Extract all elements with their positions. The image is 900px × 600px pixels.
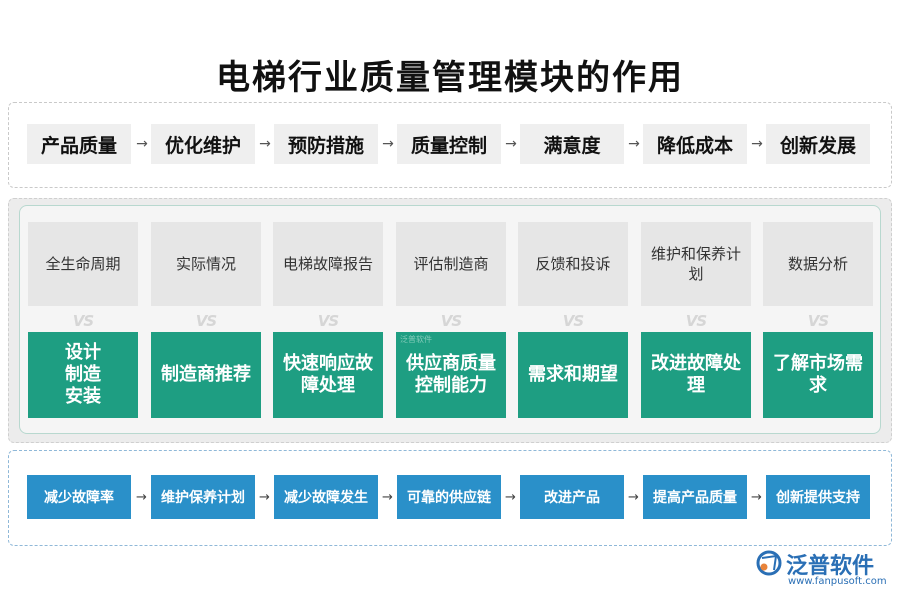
- brand-mark-icon: [756, 550, 782, 576]
- bottom-step-2: 维护保养计划: [151, 475, 255, 519]
- arrow-icon: →: [382, 136, 394, 152]
- bottom-step-3: 减少故障发生: [274, 475, 378, 519]
- compare-top-box: 实际情况: [151, 222, 261, 306]
- bottom-step-1: 减少故障率: [27, 475, 131, 519]
- vs-icon: VS: [562, 312, 584, 330]
- compare-top-box: 电梯故障报告: [273, 222, 383, 306]
- page-title: 电梯行业质量管理模块的作用: [216, 58, 684, 98]
- vs-icon: VS: [195, 312, 217, 330]
- top-step-3: 预防措施: [274, 124, 378, 164]
- arrow-icon: →: [628, 136, 640, 152]
- compare-top-box: 全生命周期: [28, 222, 138, 306]
- bottom-step-6: 提高产品质量: [643, 475, 747, 519]
- brand-url: www.fanpusoft.com: [788, 576, 887, 587]
- compare-top-box: 数据分析: [763, 222, 873, 306]
- brand-logo: 泛普软件 www.fanpusoft.com: [756, 546, 887, 592]
- arrow-icon: →: [505, 136, 517, 152]
- top-step-1: 产品质量: [27, 124, 131, 164]
- vs-icon: VS: [440, 312, 462, 330]
- bottom-flow: 减少故障率 → 维护保养计划 → 减少故障发生 → 可靠的供应链 → 改进产品 …: [0, 475, 900, 519]
- compare-top-box: 维护和保养计划: [641, 222, 751, 306]
- bottom-step-5: 改进产品: [520, 475, 624, 519]
- top-step-6: 降低成本: [643, 124, 747, 164]
- brand-name: 泛普软件: [786, 554, 875, 579]
- watermark-logo: 泛普软件: [400, 335, 432, 344]
- compare-bottom-box: 改进故障处理: [641, 332, 751, 418]
- arrow-icon: →: [751, 489, 762, 505]
- arrow-icon: →: [505, 489, 516, 505]
- arrow-icon: →: [136, 489, 147, 505]
- arrow-icon: →: [751, 136, 763, 152]
- arrow-icon: →: [136, 136, 148, 152]
- compare-bottom-box: 快速响应故障处理: [273, 332, 383, 418]
- compare-top-box: 反馈和投诉: [518, 222, 628, 306]
- arrow-icon: →: [628, 489, 639, 505]
- compare-bottom-box: 供应商质量控制能力: [396, 332, 506, 418]
- vs-icon: VS: [317, 312, 339, 330]
- top-step-2: 优化维护: [151, 124, 255, 164]
- vs-icon: VS: [807, 312, 829, 330]
- compare-top-box: 评估制造商: [396, 222, 506, 306]
- arrow-icon: →: [259, 489, 270, 505]
- top-step-5: 满意度: [520, 124, 624, 164]
- compare-bottom-box: 需求和期望: [518, 332, 628, 418]
- compare-bottom-box: 设计 制造 安装: [28, 332, 138, 418]
- top-step-7: 创新发展: [766, 124, 870, 164]
- bottom-step-7: 创新提供支持: [766, 475, 870, 519]
- vs-icon: VS: [72, 312, 94, 330]
- vs-icon: VS: [685, 312, 707, 330]
- compare-bottom-box: 制造商推荐: [151, 332, 261, 418]
- top-step-4: 质量控制: [397, 124, 501, 164]
- arrow-icon: →: [382, 489, 393, 505]
- compare-bottom-box: 了解市场需求: [763, 332, 873, 418]
- top-flow: 产品质量 → 优化维护 → 预防措施 → 质量控制 → 满意度 → 降低成本 →…: [0, 124, 900, 164]
- bottom-step-4: 可靠的供应链: [397, 475, 501, 519]
- arrow-icon: →: [259, 136, 271, 152]
